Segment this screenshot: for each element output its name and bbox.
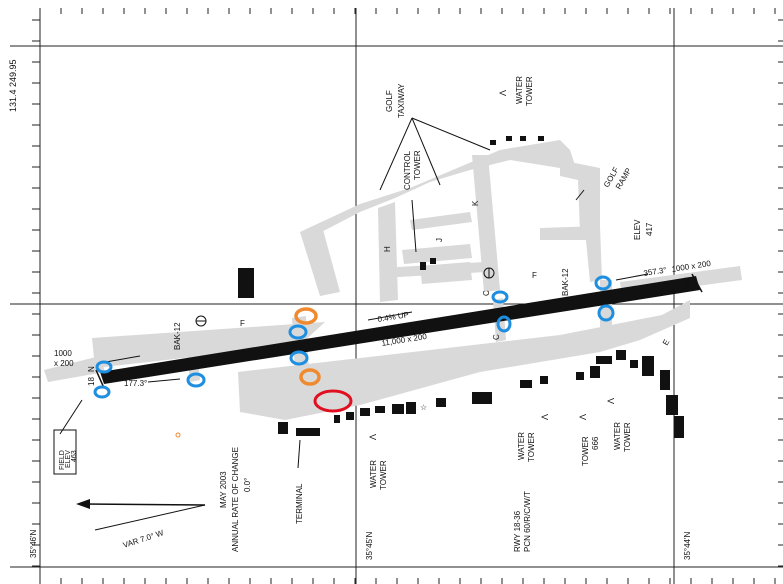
magnetic-variation-arrow — [76, 499, 206, 531]
water-tower-mid-symbol: Λ — [540, 414, 550, 420]
terminal-label: TERMINAL — [295, 483, 304, 524]
runway-designation: RWY 18-36 — [513, 510, 522, 552]
runway-slope: 0.4% UP — [377, 310, 410, 324]
orange-marker[interactable] — [299, 368, 321, 386]
arresting-gear-symbols — [195, 267, 495, 327]
tower-666-symbol: Λ — [578, 414, 588, 420]
runway-end-bars — [95, 273, 703, 389]
rate-change-3: 0.0° — [243, 478, 252, 492]
runway-end-18-n: N — [87, 366, 96, 372]
runway-heading-north: 357.3° — [643, 265, 667, 278]
rate-change-1: MAY 2003 — [219, 471, 228, 508]
taxiway-e: E — [661, 338, 671, 347]
latitude-1: 35°46'N — [29, 529, 38, 558]
frequency-label: 131.4 249.95 — [8, 59, 18, 112]
blue-marker[interactable] — [597, 304, 615, 322]
water-tower-se-2: TOWER — [623, 422, 632, 452]
tower-666-2: 666 — [591, 436, 600, 450]
blue-marker[interactable] — [491, 290, 509, 304]
water-tower-mid-1: WATER — [517, 432, 526, 460]
control-tower-1: CONTROL — [403, 150, 412, 190]
leader-lines — [59, 117, 649, 469]
water-tower-se-1: WATER — [613, 422, 622, 450]
elev-label: ELEV — [633, 219, 642, 240]
runway-pcn: PCN 60/R/C/W/T — [523, 491, 532, 552]
blue-marker[interactable] — [95, 360, 113, 374]
latitude-2: 35°45'N — [365, 531, 374, 560]
runway-dim-south-1: 1000 — [54, 349, 72, 358]
water-tower-north-2: TOWER — [525, 76, 534, 106]
taxiway-k: K — [471, 200, 480, 206]
runway-end-36: 36 — [683, 277, 692, 286]
water-tower-sw-1: WATER — [369, 460, 378, 488]
field-elev-1: FIELD — [59, 450, 66, 470]
orange-markers — [294, 307, 321, 386]
runway-18-36 — [100, 276, 700, 384]
taxiway-word-label: TAXIWAY — [397, 83, 406, 118]
tower-666-1: TOWER — [581, 436, 590, 466]
orange-dot — [175, 432, 181, 438]
taxiway-f-west: F — [240, 319, 245, 328]
buildings — [238, 136, 684, 438]
runway-dim-south-2: x 200 — [54, 359, 74, 368]
edge-ticks — [32, 8, 783, 584]
blue-markers — [93, 275, 615, 399]
field-elev-box — [53, 429, 77, 475]
bak12-west: BAK-12 — [173, 322, 182, 350]
water-tower-sw-2: TOWER — [379, 460, 388, 490]
taxiway-j: J — [435, 238, 444, 242]
water-tower-north-1: WATER — [515, 76, 524, 104]
control-tower-2: TOWER — [413, 150, 422, 180]
water-tower-mid-2: TOWER — [527, 432, 536, 462]
beacon-star: ☆ — [420, 403, 427, 412]
blue-marker[interactable] — [594, 275, 612, 291]
runway-end-18: 18 — [87, 377, 96, 386]
blue-marker[interactable] — [496, 315, 512, 333]
field-elev-value: 463 — [71, 450, 78, 462]
runway-heading-south: 177.3° — [124, 379, 147, 388]
variation-label: VAR 7.0° W — [122, 528, 165, 550]
water-tower-se-symbol: Λ — [606, 398, 616, 404]
rate-change-2: ANNUAL RATE OF CHANGE — [231, 447, 240, 552]
red-marker[interactable] — [313, 389, 353, 413]
blue-marker[interactable] — [93, 385, 111, 399]
blue-marker[interactable] — [288, 324, 308, 340]
orange-marker[interactable] — [294, 307, 318, 325]
field-elev-2: ELEV — [65, 450, 72, 468]
bak12-east: BAK-12 — [561, 268, 570, 296]
elev-value: 417 — [645, 222, 654, 236]
golf-taxiway-label: GOLF — [385, 90, 394, 112]
taxiway-c-south: C — [492, 334, 501, 340]
water-tower-north-symbol: Λ — [498, 90, 508, 96]
taxiway-c-north: C — [482, 290, 491, 296]
pavement — [44, 140, 742, 420]
blue-marker[interactable] — [289, 350, 309, 366]
blue-marker[interactable] — [186, 372, 206, 388]
water-tower-sw-symbol: Λ — [368, 434, 378, 440]
taxiway-h: H — [383, 246, 392, 252]
taxiway-f-east: F — [532, 271, 537, 280]
latitude-3: 35°44'N — [683, 531, 692, 560]
